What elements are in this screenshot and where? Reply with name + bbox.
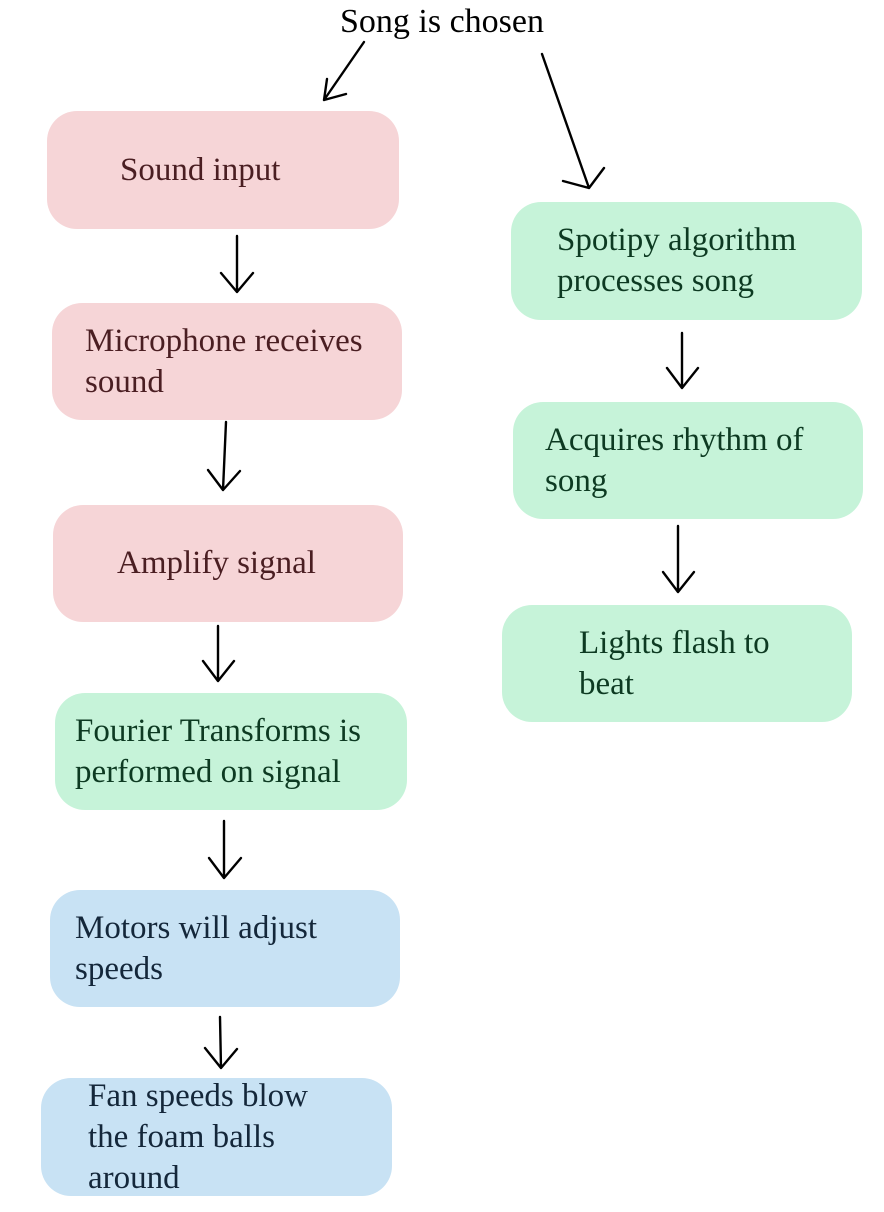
- arrow-rhythm-to-lights: [661, 524, 696, 594]
- step-amplify-signal: Amplify signal: [53, 505, 403, 622]
- step-microphone-receives-sound: Microphone receives sound: [52, 303, 402, 420]
- arrow-fourier-to-motors: [207, 819, 243, 880]
- arrow-title-to-spotipy: [540, 52, 606, 190]
- step-label-line: song: [545, 462, 608, 499]
- diagram-title: Song is chosen: [340, 3, 544, 40]
- step-label-line: sound: [85, 363, 164, 400]
- arrow-title-to-sound-input: [322, 40, 366, 102]
- step-label-line: Amplify signal: [117, 545, 316, 581]
- step-motors-adjust-speeds: Motors will adjust speeds: [50, 890, 400, 1007]
- step-label-line: Lights flash to: [579, 624, 770, 661]
- step-fourier-transform: Fourier Transforms is performed on signa…: [55, 693, 407, 810]
- step-sound-input: Sound input: [47, 111, 399, 229]
- step-label-line: processes song: [557, 263, 755, 299]
- step-acquires-rhythm: Acquires rhythm of song: [513, 402, 863, 519]
- arrow-spotipy-to-rhythm: [665, 331, 700, 390]
- arrow-amplify-to-fourier: [201, 624, 236, 683]
- step-spotipy-processes-song: Spotipy algorithm processes song: [511, 202, 862, 320]
- step-label-line: around: [88, 1159, 180, 1196]
- arrow-motors-to-fan: [203, 1015, 239, 1070]
- step-label-line: Acquires rhythm of: [545, 421, 804, 458]
- step-label-line: Fourier Transforms is: [75, 712, 362, 749]
- step-label-line: performed on signal: [75, 753, 341, 790]
- step-label-line: Motors will adjust: [75, 909, 318, 946]
- arrow-microphone-to-amplify: [206, 420, 242, 492]
- step-label-line: Sound input: [120, 151, 281, 188]
- step-label-line: speeds: [75, 950, 163, 987]
- step-label-line: Spotipy algorithm: [557, 222, 797, 258]
- step-label-line: beat: [579, 665, 634, 702]
- step-label-line: Fan speeds blow: [88, 1077, 308, 1114]
- step-fan-speeds-blow-balls: Fan speeds blow the foam balls around: [41, 1078, 392, 1196]
- step-label-line: Microphone receives: [85, 322, 363, 359]
- step-lights-flash: Lights flash to beat: [502, 605, 852, 722]
- arrow-sound-to-microphone: [219, 234, 255, 294]
- step-label-line: the foam balls: [88, 1118, 275, 1155]
